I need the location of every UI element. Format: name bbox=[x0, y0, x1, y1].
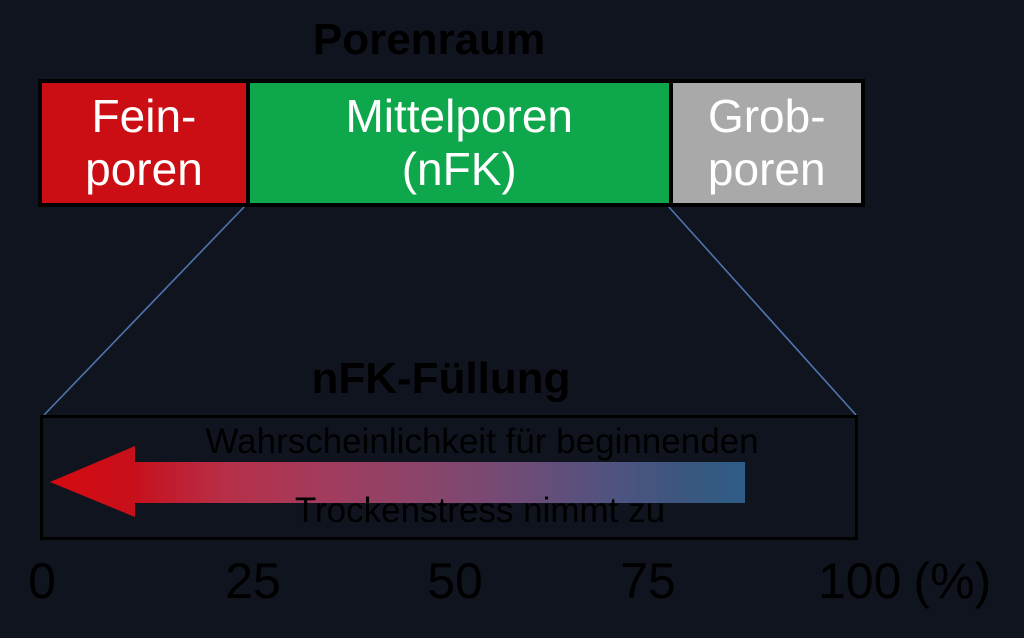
mittelporen-label-line1: Mittelporen bbox=[345, 89, 573, 142]
mittelporen-segment: Mittelporen (nFK) bbox=[245, 83, 669, 203]
axis-tick-25: 25 bbox=[225, 553, 281, 609]
nfk-fuellung-title: nFK-Füllung bbox=[311, 354, 571, 403]
porenraum-title: Porenraum bbox=[312, 15, 546, 64]
feinporen-label-line2: poren bbox=[85, 143, 203, 195]
axis-tick-100-value: 100 bbox=[818, 553, 902, 609]
axis-unit-label: (%) bbox=[913, 553, 992, 609]
connector-line-right bbox=[667, 205, 857, 416]
grobporen-label-line1: Grob- bbox=[707, 89, 826, 142]
mittelporen-label-line2: (nFK) bbox=[401, 143, 517, 195]
connector-line-left bbox=[43, 205, 246, 416]
probability-text-line2: Trockenstress nimmt zu bbox=[294, 491, 666, 530]
feinporen-label-line1: Fein- bbox=[91, 89, 197, 142]
axis-tick-75: 75 bbox=[620, 553, 676, 609]
axis-tick-100: 100(%) bbox=[818, 556, 991, 606]
grobporen-segment: Grob- poren bbox=[668, 83, 861, 203]
grobporen-label-line2: poren bbox=[707, 143, 826, 195]
pore-space-bar: Fein- poren Mittelporen (nFK) Grob- pore… bbox=[38, 79, 865, 207]
feinporen-segment: Fein- poren bbox=[42, 83, 246, 203]
probability-text-line1: Wahrscheinlichkeit für beginnenden bbox=[205, 422, 759, 461]
axis-tick-0: 0 bbox=[28, 553, 56, 609]
nfk-filling-box bbox=[40, 415, 858, 540]
axis-tick-50: 50 bbox=[427, 553, 483, 609]
